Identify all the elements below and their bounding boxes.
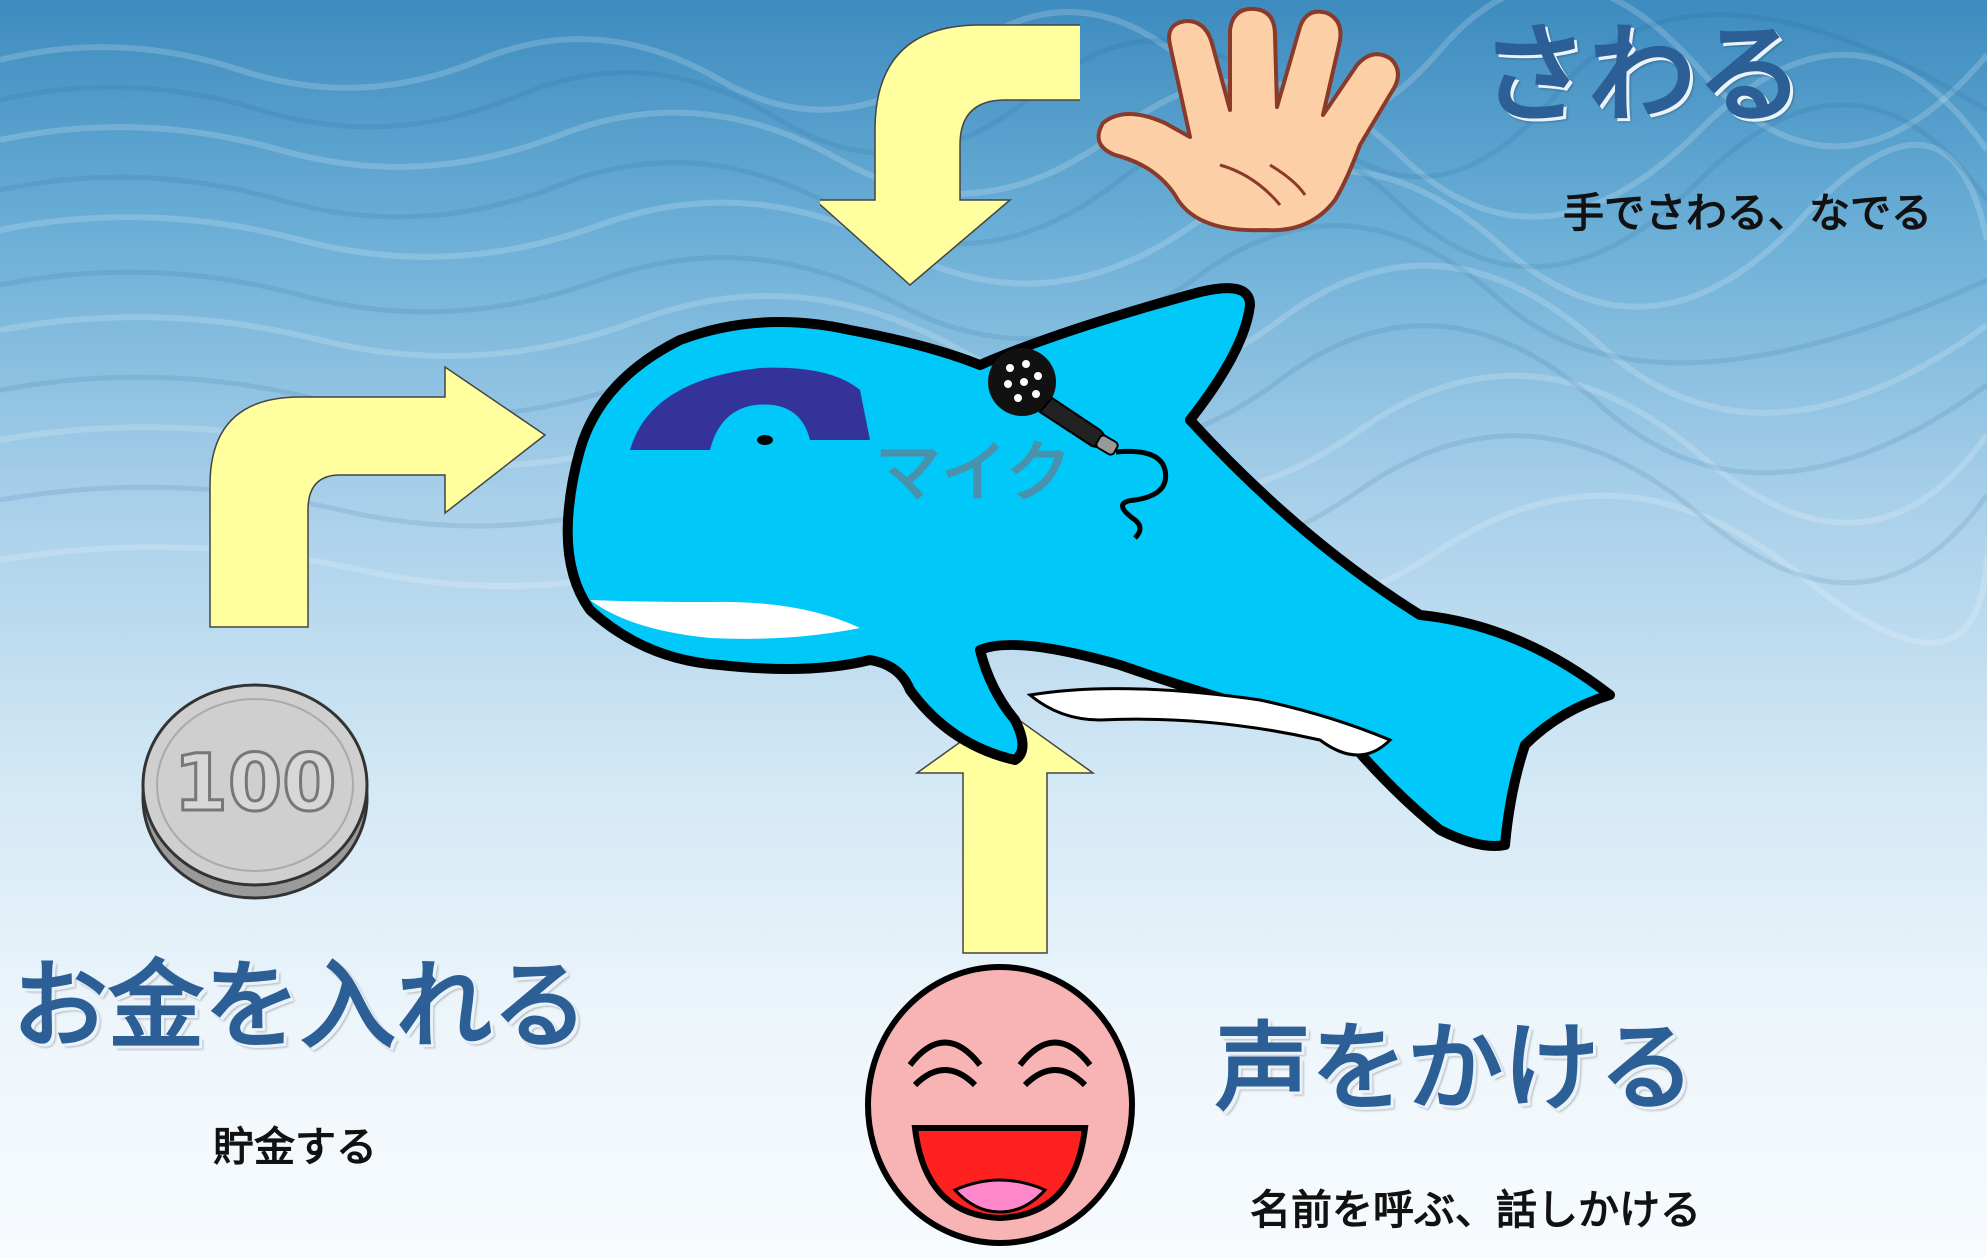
- mic-label: マイク: [875, 434, 1072, 511]
- money-description: 貯金する: [213, 1123, 377, 1171]
- dolphin-head-patch: [630, 367, 870, 450]
- coin-icon: 100: [141, 683, 369, 900]
- arrow-money-to-dolphin: [209, 365, 547, 628]
- touch-description: 手でさわる、なでる: [1563, 189, 1932, 237]
- voice-heading: 声をかける: [1215, 1012, 1695, 1124]
- dolphin-illustration: マイク: [562, 283, 1615, 851]
- coin-label: 100: [174, 739, 337, 829]
- microphone-icon: [988, 348, 1169, 540]
- arrow-touch-to-dolphin: [820, 24, 1080, 286]
- voice-description: 名前を呼ぶ、話しかける: [1250, 1186, 1701, 1234]
- money-heading: お金を入れる: [12, 950, 588, 1062]
- hand-icon: [1096, 6, 1400, 233]
- touch-heading: さわる: [1480, 13, 1805, 138]
- smiling-face-icon: [865, 964, 1135, 1246]
- dolphin-eye: [757, 435, 773, 445]
